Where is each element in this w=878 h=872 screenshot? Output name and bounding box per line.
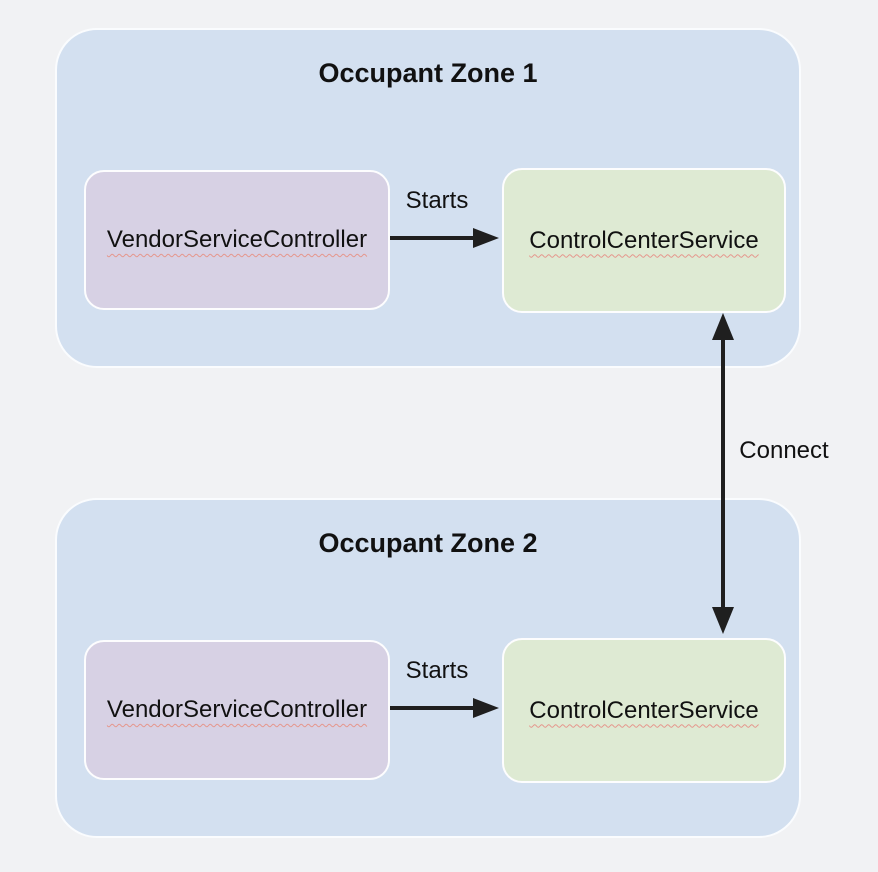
vendor-service-controller-label-zone2: VendorServiceController [106,696,368,723]
control-center-service-label-zone1: ControlCenterService [529,226,759,254]
starts-label-zone2: Starts [405,657,469,684]
control-center-service-node-zone1: ControlCenterService [502,168,786,313]
occupant-zone-1: Occupant Zone 1 VendorServiceController … [55,28,801,368]
vendor-service-controller-label-zone1: VendorServiceController [106,226,368,253]
vendor-service-controller-node-zone2: VendorServiceController [84,640,390,780]
occupant-zone-2-title: Occupant Zone 2 [318,528,538,558]
control-center-service-label-zone2: ControlCenterService [529,696,759,724]
control-center-service-node-zone2: ControlCenterService [502,638,786,783]
occupant-zone-1-title: Occupant Zone 1 [318,58,538,88]
vendor-service-controller-node-zone1: VendorServiceController [84,170,390,310]
occupant-zone-2: Occupant Zone 2 VendorServiceController … [55,498,801,838]
connect-label: Connect [739,437,829,464]
starts-label-zone1: Starts [405,187,469,214]
